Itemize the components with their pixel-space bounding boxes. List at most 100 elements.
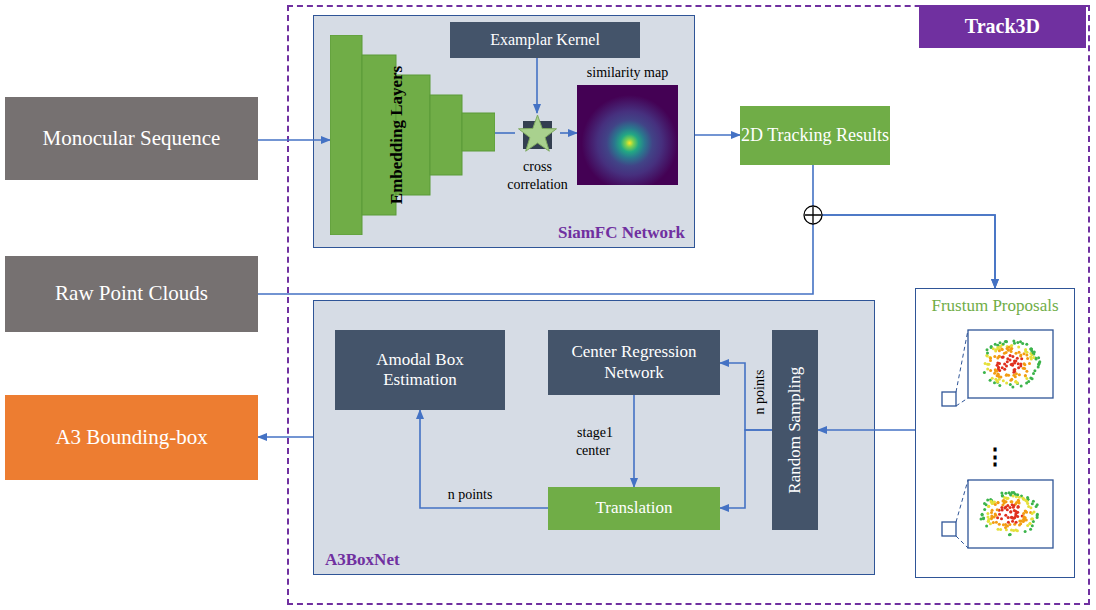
cloud-point [1002, 499, 1005, 502]
sum-junction [804, 206, 822, 224]
cloud-point [1014, 528, 1017, 531]
cloud-point [996, 356, 999, 359]
cloud-point [1024, 350, 1027, 353]
cloud-point [1001, 356, 1004, 359]
cloud-point [1009, 510, 1012, 513]
cloud-point [987, 505, 990, 508]
network-panel: SiamFC NetworkEmbedding LayersExamplar K… [313, 15, 695, 248]
cloud-point [1008, 533, 1011, 536]
cloud-point [1019, 363, 1022, 366]
layer-blocks [330, 35, 495, 235]
cloud-point [1020, 520, 1023, 523]
input-box: Monocular Sequence [5, 97, 258, 180]
cloud-point [1021, 497, 1024, 500]
cloud-point [1007, 516, 1010, 519]
cloud-point [1014, 381, 1017, 384]
cloud-point [981, 513, 984, 516]
cloud-point [1013, 509, 1016, 512]
cloud-point [998, 523, 1001, 526]
cloud-point [983, 508, 986, 511]
cloud-point [1015, 352, 1018, 355]
cloud-point [1017, 366, 1020, 369]
cloud-point [1001, 504, 1004, 507]
cloud-point [1010, 378, 1013, 381]
connector [560, 132, 577, 134]
cloud-point [1004, 514, 1007, 517]
cloud-point [996, 516, 999, 519]
node-text: Embedding Layers [380, 60, 414, 210]
input-box: Raw Point Clouds [5, 256, 258, 332]
cross-correlation-star: cross correlation [515, 113, 560, 155]
frustum-leader [956, 330, 968, 406]
cloud-point [994, 350, 997, 353]
cloud-point [1024, 374, 1027, 377]
process-box: Center Regression Network [548, 330, 720, 395]
cloud-point [987, 518, 990, 521]
connector [258, 139, 330, 141]
cloud-point [989, 379, 992, 382]
cloud-point [1024, 375, 1027, 378]
cloud-point [992, 347, 995, 350]
cloud-point [1009, 510, 1012, 513]
cloud-point [1001, 494, 1004, 497]
cloud-point [986, 498, 989, 501]
cloud-point [1008, 491, 1011, 494]
cloud-point [1000, 506, 1003, 509]
cloud-point [1002, 379, 1005, 382]
cloud-point [1007, 521, 1010, 524]
cloud-point [1011, 520, 1014, 523]
cloud-point [1033, 369, 1036, 372]
output-box: A3 Bounding-box [5, 395, 258, 480]
cloud-point [1024, 516, 1027, 519]
cloud-point [983, 502, 986, 505]
cloud-point [986, 351, 989, 354]
cloud-point [1026, 357, 1029, 360]
cloud-point [1032, 520, 1035, 523]
cloud-point [1018, 373, 1021, 376]
cloud-point [1006, 497, 1009, 500]
cloud-point [998, 513, 1001, 516]
cloud-point [1036, 503, 1039, 506]
cloud-point [1010, 529, 1013, 532]
cloud-point [990, 499, 993, 502]
cloud-point [1006, 347, 1009, 350]
cloud-point [1019, 340, 1022, 343]
cloud-point [997, 366, 1000, 369]
node-text: cross correlation [507, 159, 568, 192]
cloud-point [1018, 496, 1021, 499]
cloud-point [1031, 377, 1034, 380]
cloud-point [1017, 345, 1020, 348]
cloud-point [999, 528, 1002, 531]
cloud-point [992, 521, 995, 524]
cloud-point [981, 514, 984, 517]
cloud-point [1016, 341, 1019, 344]
cloud-point [1015, 521, 1018, 524]
cloud-point [995, 521, 998, 524]
cloud-point [986, 367, 989, 370]
cloud-point [994, 513, 997, 516]
cloud-point [1009, 533, 1012, 536]
cloud-point [1003, 352, 1006, 355]
connector [536, 58, 538, 113]
cloud-point [1026, 524, 1029, 527]
cloud-point [987, 505, 990, 508]
process-box: Random Sampling [772, 330, 818, 530]
node-text: Translation [596, 498, 673, 518]
cloud-point [996, 380, 999, 383]
cloud-point [1011, 363, 1014, 366]
process-box: 2D Tracking Results [740, 106, 890, 165]
connector [813, 165, 995, 288]
cloud-point [1005, 340, 1008, 343]
node-text: Frustum Proposals [931, 296, 1058, 316]
process-box: Translation [548, 487, 720, 530]
cloud-point [1009, 348, 1012, 351]
cloud-point [1025, 377, 1028, 380]
cloud-point [989, 522, 992, 525]
panel-fill [915, 288, 1075, 578]
connector [258, 436, 313, 438]
node-text: A3 Bounding-box [55, 425, 207, 450]
cloud-point [997, 528, 1000, 531]
cloud-point [980, 517, 983, 520]
cloud-point [1010, 516, 1013, 519]
